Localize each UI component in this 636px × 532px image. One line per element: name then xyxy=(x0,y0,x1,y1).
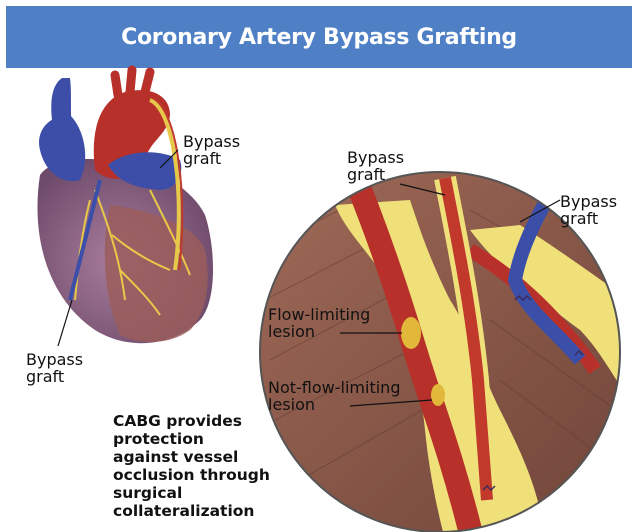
flow-limiting-lesion xyxy=(401,317,421,349)
label-circle-bypass-graft-top: Bypass graft xyxy=(347,149,404,183)
label-heart-bypass-graft-top: Bypass graft xyxy=(183,133,240,167)
label-heart-bypass-graft-left: Bypass graft xyxy=(26,351,83,385)
not-flow-limiting-lesion xyxy=(431,384,445,406)
aortic-branches xyxy=(115,70,150,95)
label-not-flow-limiting-lesion: Not-flow-limiting lesion xyxy=(268,379,400,413)
vena-cava xyxy=(51,78,72,125)
label-circle-bypass-graft-right: Bypass graft xyxy=(560,193,617,227)
label-flow-limiting-lesion: Flow-limiting lesion xyxy=(268,306,370,340)
caption: CABG provides protection against vessel … xyxy=(113,412,283,520)
heart-illustration xyxy=(37,70,213,343)
